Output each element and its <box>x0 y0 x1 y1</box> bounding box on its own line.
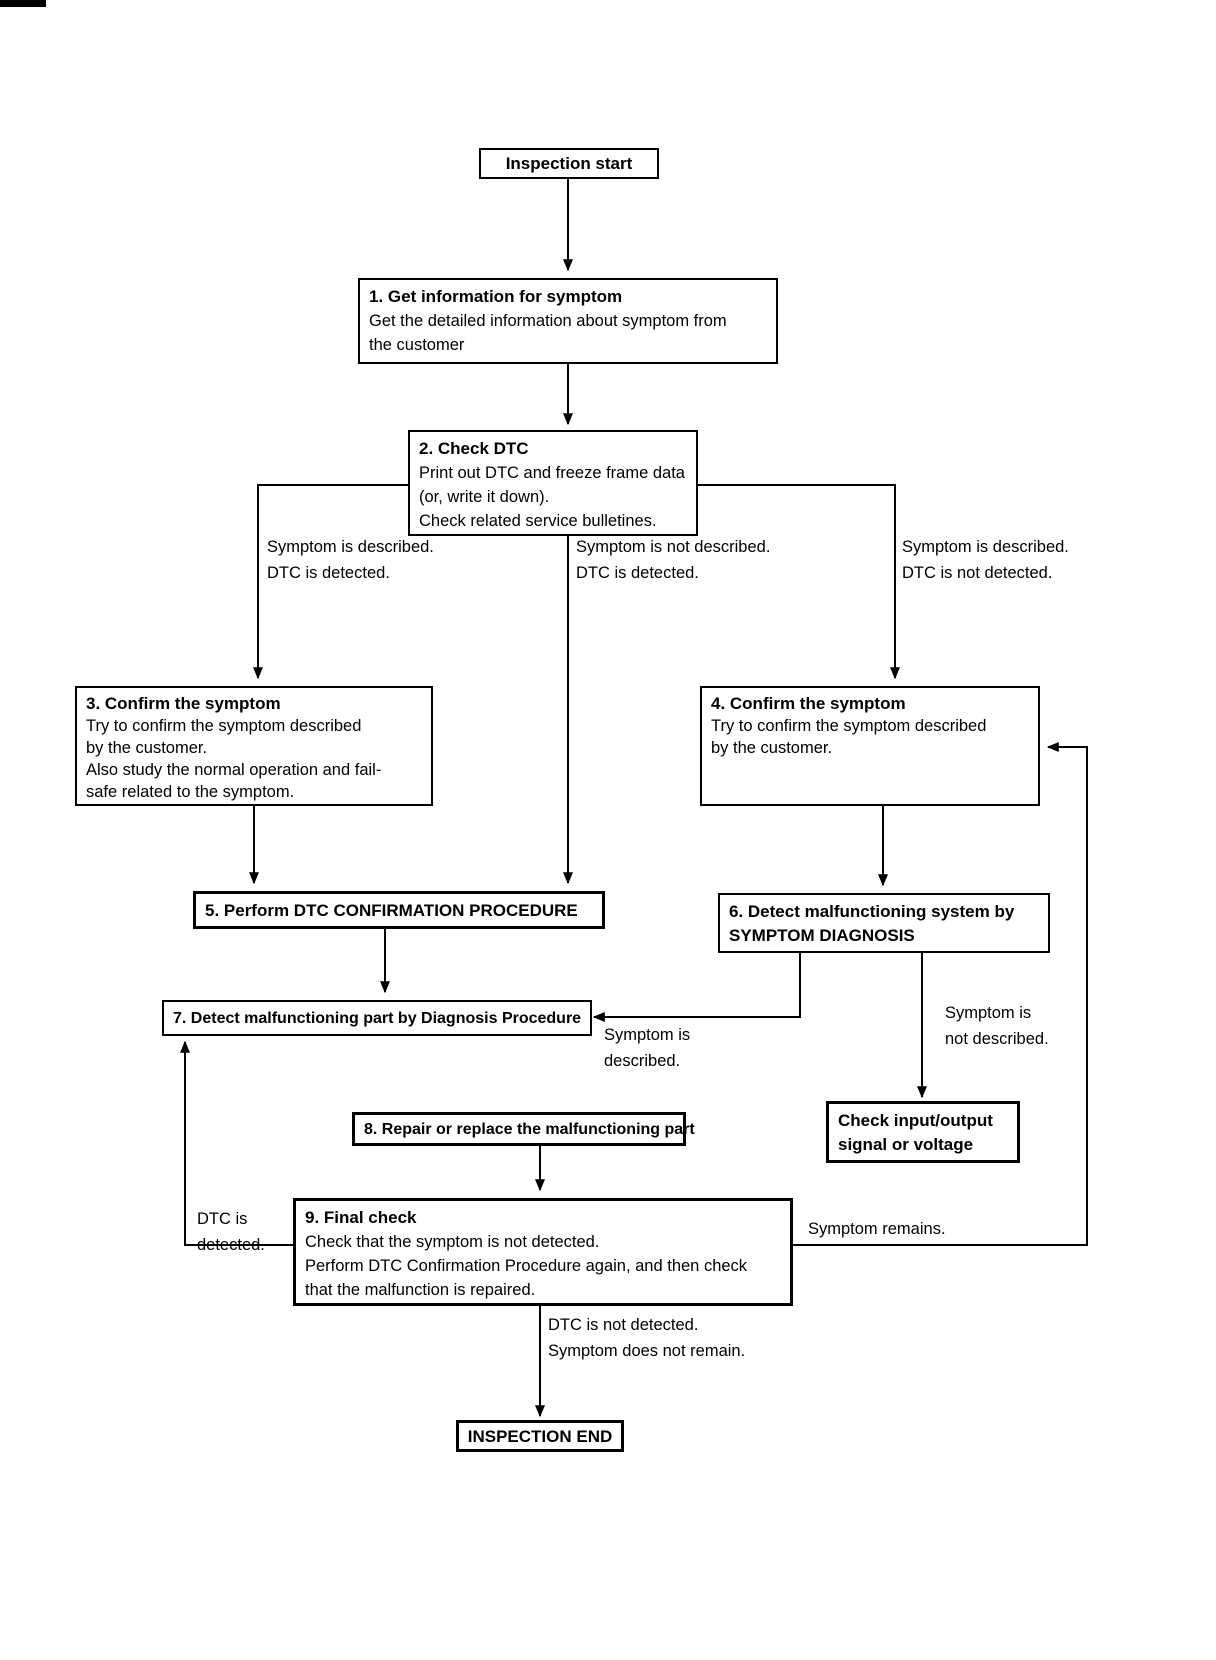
step-8-box: 8. Repair or replace the malfunctioning … <box>352 1112 695 1146</box>
check-io-title: Check input/output signal or voltage <box>838 1111 993 1154</box>
step-6-box: 6. Detect malfunctioning system by SYMPT… <box>718 893 1050 953</box>
step-7-title: 7. Detect malfunctioning part by Diagnos… <box>173 1009 582 1027</box>
branch-right-label: Symptom is described. DTC is not detecte… <box>902 538 1069 582</box>
inspection-start-box: Inspection start <box>479 148 659 179</box>
step-1-body: Get the detailed information about sympt… <box>369 312 727 354</box>
dtc-detected-label: DTC is detected. <box>197 1210 265 1254</box>
step-3-body: Try to confirm the symptom described by … <box>86 717 382 801</box>
step-5-box: 5. Perform DTC CONFIRMATION PROCEDURE <box>193 891 605 929</box>
dtc-not-detected-label: DTC is not detected. Symptom does not re… <box>548 1316 746 1360</box>
inspection-end-box: INSPECTION END <box>456 1420 624 1452</box>
symptom-remains-label: Symptom remains. <box>808 1220 946 1238</box>
branch-middle-label: Symptom is not described. DTC is detecte… <box>576 538 771 582</box>
edge-9-to-7-feedback <box>180 1040 293 1246</box>
step-1-box: 1. Get information for symptom Get the d… <box>358 278 778 364</box>
symptom-not-described-label: Symptom is not described. <box>945 1004 1049 1048</box>
step-7-box: 7. Detect malfunctioning part by Diagnos… <box>162 1000 592 1036</box>
symptom-described-label: Symptom is described. <box>604 1026 691 1070</box>
step-4-body: Try to confirm the symptom described by … <box>711 717 987 757</box>
step-8-title: 8. Repair or replace the malfunctioning … <box>364 1120 695 1138</box>
step-2-body: Print out DTC and freeze frame data (or,… <box>419 464 685 530</box>
check-io-box: Check input/output signal or voltage <box>826 1101 1020 1163</box>
step-3-title: 3. Confirm the symptom <box>86 694 281 713</box>
step-9-box: 9. Final check Check that the symptom is… <box>293 1198 793 1306</box>
step-6-title: 6. Detect malfunctioning system by SYMPT… <box>729 902 1015 945</box>
step-4-box: 4. Confirm the symptom Try to confirm th… <box>700 686 1040 806</box>
step-4-title: 4. Confirm the symptom <box>711 694 906 713</box>
step-9-body: Check that the symptom is not detected. … <box>305 1233 748 1299</box>
step-1-title: 1. Get information for symptom <box>369 287 623 306</box>
edge-2-to-4 <box>698 484 900 680</box>
inspection-start-label: Inspection start <box>505 154 633 173</box>
step-2-box: 2. Check DTC Print out DTC and freeze fr… <box>408 430 698 536</box>
edge-6-to-7 <box>592 951 801 1022</box>
step-5-title: 5. Perform DTC CONFIRMATION PROCEDURE <box>205 900 578 920</box>
edge-2-to-3 <box>253 484 408 680</box>
scan-artifact <box>0 0 46 7</box>
step-9-title: 9. Final check <box>305 1208 417 1227</box>
branch-left-label: Symptom is described. DTC is detected. <box>267 538 434 582</box>
inspection-end-label: INSPECTION END <box>467 1426 613 1446</box>
edge-9-to-4-feedback <box>793 742 1088 1246</box>
step-3-box: 3. Confirm the symptom Try to confirm th… <box>75 686 433 806</box>
step-2-title: 2. Check DTC <box>419 439 529 458</box>
